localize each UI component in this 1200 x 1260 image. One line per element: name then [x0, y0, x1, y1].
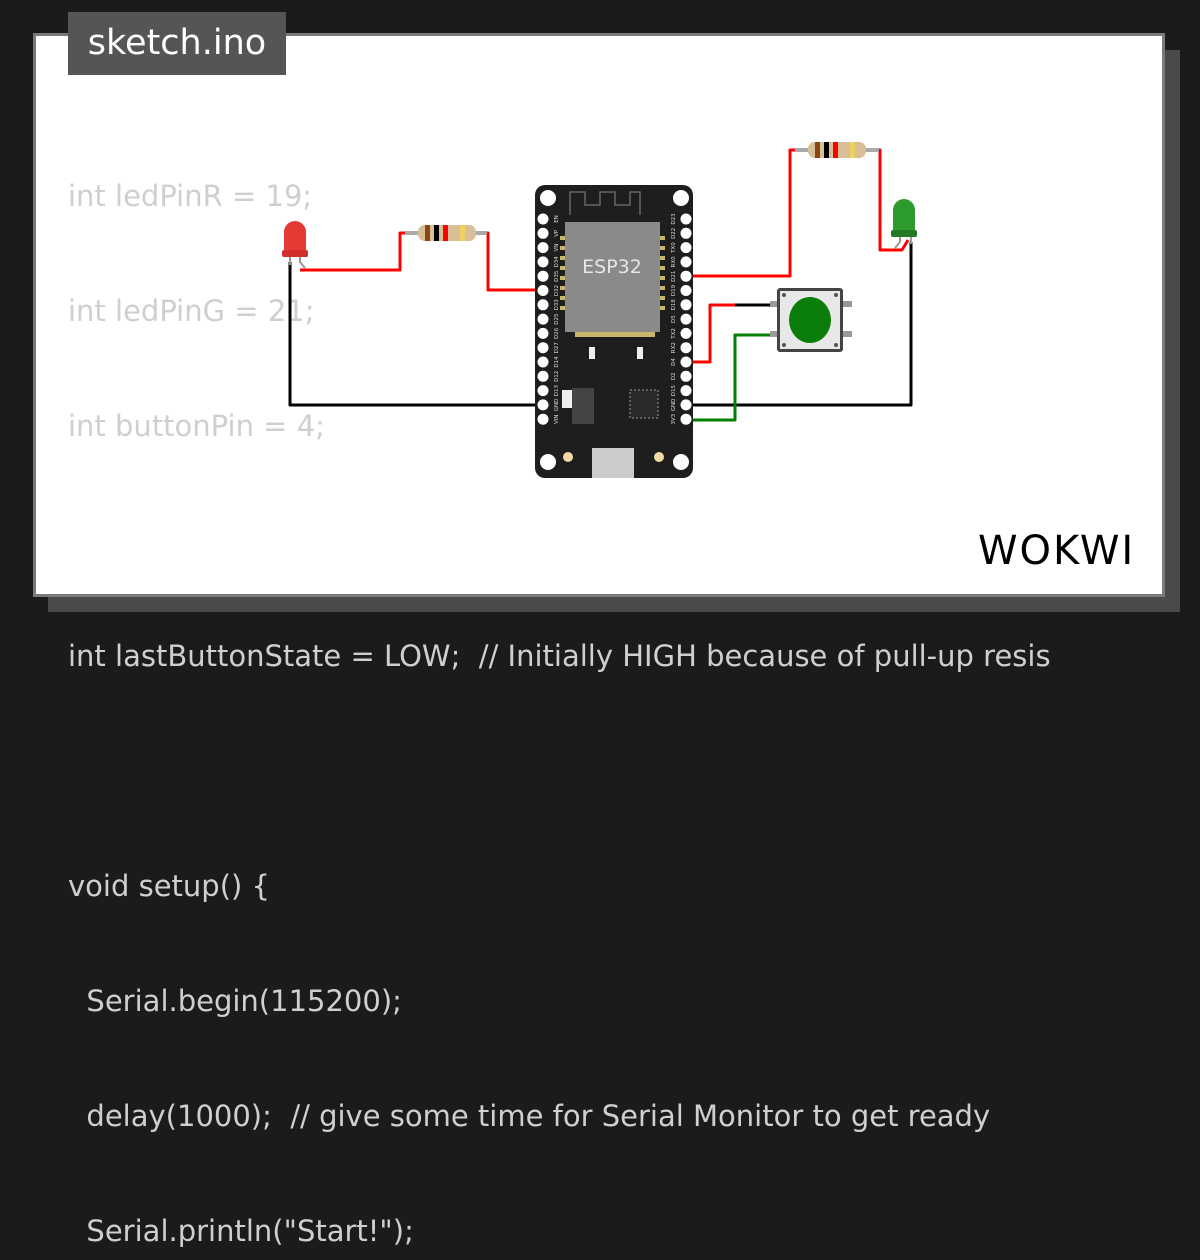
code-line: int lastButtonState = LOW; // Initially …: [68, 639, 1051, 673]
wire-green-led-gnd: [686, 242, 913, 407]
pin-d13[interactable]: [537, 385, 549, 397]
pin-label: D35: [554, 270, 560, 282]
pin-3v3[interactable]: [680, 413, 692, 425]
pin-tx0[interactable]: [680, 242, 692, 254]
pin-label: D19: [671, 284, 677, 296]
boot-button: [563, 452, 573, 462]
pin-d12[interactable]: [537, 370, 549, 382]
file-tab-title: sketch.ino: [68, 12, 286, 75]
pin-d22[interactable]: [680, 227, 692, 239]
led-green[interactable]: [891, 199, 917, 249]
pin-label: D12: [554, 371, 560, 382]
esp32-board[interactable]: ESP32 ENVPVND34D35D32D33D25D26D27D14D12D…: [535, 185, 693, 478]
code-line: int buttonPin = 4;: [68, 409, 325, 443]
pin-label: TX0: [671, 242, 677, 254]
pin-rx0[interactable]: [680, 256, 692, 268]
pin-label: D18: [671, 299, 677, 311]
pin-label: D15: [671, 384, 677, 396]
wire-red-led-resistor: [300, 231, 418, 272]
pin-d26[interactable]: [537, 327, 549, 339]
code-line: Serial.begin(115200);: [68, 984, 402, 1018]
pin-d27[interactable]: [537, 342, 549, 354]
pin-vp[interactable]: [537, 227, 549, 239]
wokwi-logo: WOKWI: [978, 528, 1136, 574]
pin-label: D34: [554, 256, 560, 268]
resistor-1[interactable]: [405, 225, 487, 241]
pin-rx2[interactable]: [680, 342, 692, 354]
pin-label: VN: [554, 244, 560, 252]
pin-label: D5: [671, 315, 677, 323]
pin-label: D25: [554, 313, 560, 325]
wire-d21-resistor2: [686, 148, 808, 278]
pin-label: EN: [554, 215, 560, 223]
pin-tx2[interactable]: [680, 327, 692, 339]
chip-label: ESP32: [582, 256, 642, 278]
wire-red-led-gnd: [288, 262, 543, 407]
pin-d14[interactable]: [537, 356, 549, 368]
pin-label: D33: [554, 299, 560, 311]
pin-label: D2: [671, 372, 677, 380]
pin-label: RX2: [671, 342, 677, 353]
reset-button: [654, 452, 664, 462]
pin-label: VIN: [554, 414, 560, 424]
pin-label: D4: [671, 358, 677, 366]
pin-d18[interactable]: [680, 299, 692, 311]
code-line: Serial.println("Start!");: [68, 1214, 414, 1248]
pin-d33[interactable]: [537, 299, 549, 311]
pin-d4[interactable]: [680, 356, 692, 368]
pin-gnd[interactable]: [680, 399, 692, 411]
pin-label: D26: [554, 327, 560, 339]
pin-d21[interactable]: [680, 270, 692, 282]
pin-vn[interactable]: [537, 242, 549, 254]
pin-label: D32: [554, 285, 560, 296]
pin-label: TX2: [671, 328, 677, 340]
code-line: [68, 748, 1051, 795]
led-red[interactable]: [282, 221, 308, 269]
pin-label: D23: [671, 213, 677, 225]
circuit-diagram: ESP32 ENVPVND34D35D32D33D25D26D27D14D12D…: [282, 142, 917, 478]
pin-label: D21: [671, 271, 677, 282]
pin-en[interactable]: [537, 213, 549, 225]
pin-label: VP: [554, 229, 560, 237]
pin-d19[interactable]: [680, 285, 692, 296]
wire-d4-button: [686, 303, 735, 364]
code-line: delay(1000); // give some time for Seria…: [68, 1099, 991, 1133]
pin-gnd[interactable]: [537, 399, 549, 411]
pushbutton[interactable]: [770, 288, 852, 352]
pin-label: GND: [554, 399, 560, 412]
code-line: void setup() {: [68, 869, 270, 903]
code-line: int ledPinR = 19;: [68, 179, 313, 213]
pin-label: D27: [554, 342, 560, 354]
pin-d35[interactable]: [537, 270, 549, 282]
pin-label: D14: [554, 356, 560, 368]
pin-label: D13: [554, 384, 560, 396]
pin-label: D22: [671, 228, 677, 239]
wire-3v3-button: [686, 333, 778, 422]
pin-d34[interactable]: [537, 256, 549, 268]
pin-d2[interactable]: [680, 370, 692, 382]
pin-d5[interactable]: [680, 313, 692, 325]
pin-vin[interactable]: [537, 413, 549, 425]
pin-d25[interactable]: [537, 313, 549, 325]
usb-port: [592, 448, 634, 478]
pin-d32[interactable]: [537, 285, 549, 296]
pin-label: 3V3: [671, 413, 677, 424]
pin-label: RX0: [671, 256, 677, 268]
pin-label: GND: [671, 399, 677, 412]
pin-d23[interactable]: [680, 213, 692, 225]
resistor-2[interactable]: [795, 142, 879, 158]
pin-d15[interactable]: [680, 385, 692, 397]
